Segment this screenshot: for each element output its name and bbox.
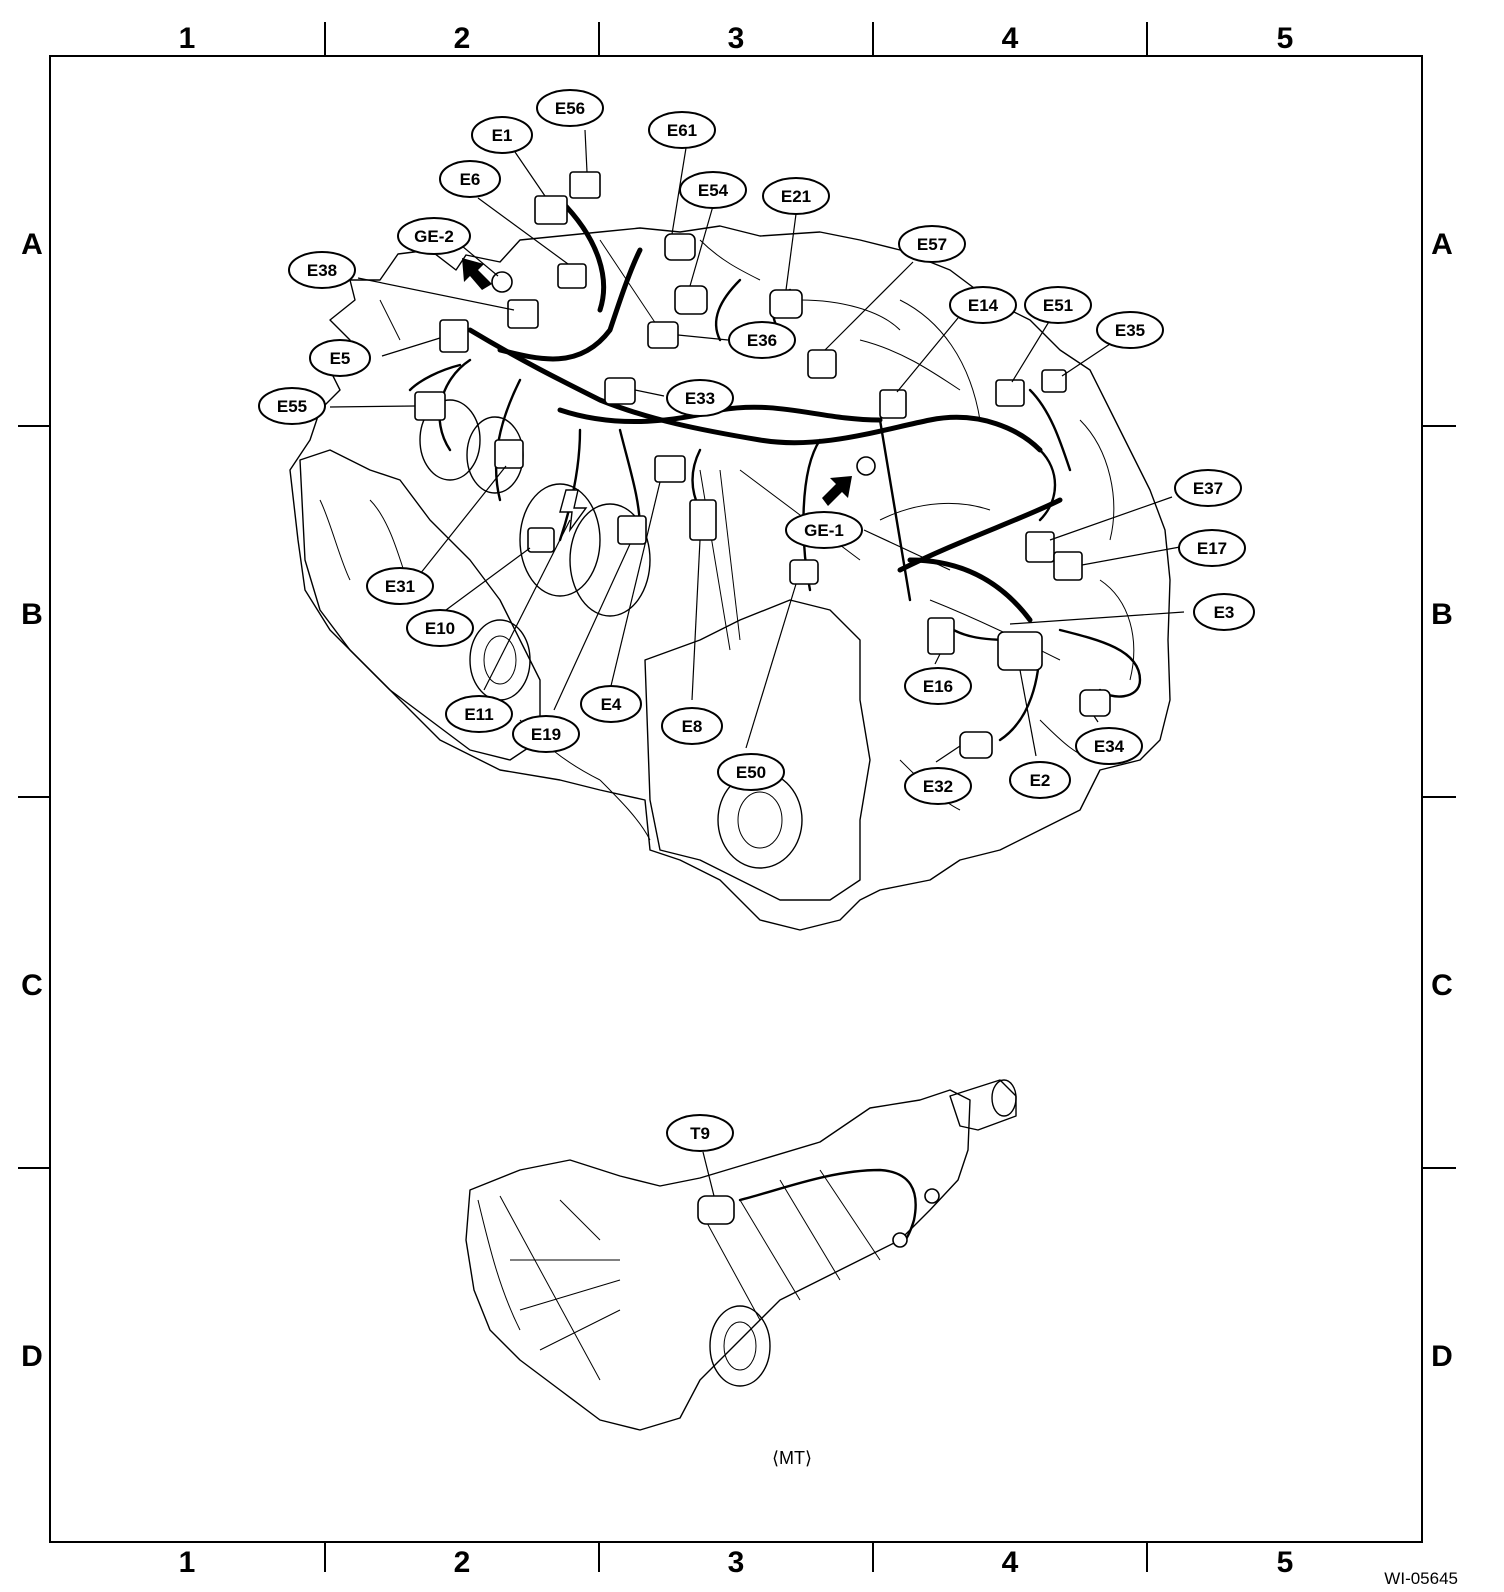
svg-text:E17: E17 (1197, 539, 1227, 558)
svg-text:E6: E6 (460, 170, 481, 189)
svg-text:E3: E3 (1214, 603, 1235, 622)
callout-e11: E11 (445, 695, 513, 733)
callout-e51: E51 (1024, 286, 1092, 324)
grid-ticks (18, 22, 1456, 1572)
connectors (414, 171, 1111, 759)
callout-e2: E2 (1009, 761, 1071, 799)
svg-text:E11: E11 (464, 705, 493, 724)
svg-text:E55: E55 (277, 397, 307, 416)
grid-row-a-left: A (21, 228, 43, 261)
svg-text:E31: E31 (385, 577, 415, 596)
grid-col-3-bottom: 3 (728, 1546, 745, 1579)
grid-col-5-bottom: 5 (1277, 1546, 1294, 1579)
transmission-illustration (465, 1079, 1017, 1431)
svg-text:GE-2: GE-2 (414, 227, 454, 246)
callout-e57: E57 (898, 225, 966, 263)
grid-col-2-bottom: 2 (454, 1546, 471, 1579)
svg-text:E14: E14 (968, 296, 999, 315)
grid-column-labels-bottom: 1 2 3 4 5 (179, 1546, 1294, 1579)
callout-ge1: GE-1 (785, 511, 863, 549)
svg-text:E51: E51 (1043, 296, 1073, 315)
svg-text:E54: E54 (698, 181, 729, 200)
svg-text:E32: E32 (923, 777, 953, 796)
svg-text:E56: E56 (555, 99, 585, 118)
callout-e19: E19 (512, 715, 580, 753)
ground-arrows (462, 258, 852, 506)
grid-col-3-top: 3 (728, 22, 745, 55)
grid-col-4-bottom: 4 (1002, 1546, 1019, 1579)
svg-text:E38: E38 (307, 261, 337, 280)
callout-e33: E33 (666, 379, 734, 417)
svg-text:E21: E21 (781, 187, 811, 206)
svg-text:E5: E5 (330, 349, 351, 368)
callout-e38: E38 (288, 251, 356, 289)
transmission-caption: ⟨MT⟩ (772, 1448, 812, 1468)
svg-text:E35: E35 (1115, 321, 1145, 340)
svg-text:E10: E10 (425, 619, 455, 638)
svg-text:E34: E34 (1094, 737, 1125, 756)
diagram-frame (49, 55, 1423, 1543)
callout-e36: E36 (728, 321, 796, 359)
grid-row-c-left: C (21, 969, 43, 1002)
callout-e10: E10 (406, 609, 474, 647)
grid-row-labels-right: A B C D (1431, 228, 1453, 1373)
callout-e56: E56 (536, 89, 604, 127)
grid-col-1-bottom: 1 (179, 1546, 196, 1579)
callout-e6: E6 (439, 160, 501, 198)
callout-e14: E14 (949, 286, 1017, 324)
callout-e35: E35 (1096, 311, 1164, 349)
svg-text:E16: E16 (923, 677, 953, 696)
callout-e55: E55 (258, 387, 326, 425)
callout-e16: E16 (904, 667, 972, 705)
leader-lines (329, 129, 1185, 763)
callout-e61: E61 (648, 111, 716, 149)
grid-row-labels-left: A B C D (21, 228, 43, 1373)
grid-row-b-right: B (1431, 598, 1453, 631)
svg-text:E37: E37 (1193, 479, 1223, 498)
callout-e4: E4 (580, 685, 642, 723)
svg-text:E19: E19 (531, 725, 561, 744)
grid-col-2-top: 2 (454, 22, 471, 55)
grid-column-labels-top: 1 2 3 4 5 (179, 22, 1294, 55)
document-code: WI-05645 (1384, 1569, 1458, 1588)
grid-row-c-right: C (1431, 969, 1453, 1002)
grid-row-d-right: D (1431, 1340, 1453, 1373)
svg-text:E4: E4 (601, 695, 622, 714)
callout-e34: E34 (1075, 727, 1143, 765)
callout-e17: E17 (1178, 529, 1246, 567)
svg-text:E2: E2 (1030, 771, 1051, 790)
grid-row-d-left: D (21, 1340, 43, 1373)
callout-ge2: GE-2 (397, 217, 471, 255)
callout-e21: E21 (762, 177, 830, 215)
callout-e31: E31 (366, 567, 434, 605)
svg-text:E50: E50 (736, 763, 766, 782)
callout-bubbles: E56 E1 E61 E6 E54 E21 GE-2 E57 E38 E14 E… (258, 89, 1255, 1152)
grid-col-1-top: 1 (179, 22, 196, 55)
callout-e8: E8 (661, 707, 723, 745)
svg-text:GE-1: GE-1 (804, 521, 844, 540)
callout-e50: E50 (717, 753, 785, 791)
callout-e5: E5 (309, 339, 371, 377)
svg-text:E61: E61 (667, 121, 697, 140)
callout-e37: E37 (1174, 469, 1242, 507)
callout-t9: T9 (666, 1114, 734, 1152)
svg-text:E57: E57 (917, 235, 947, 254)
callout-e1: E1 (471, 116, 533, 154)
grid-col-5-top: 5 (1277, 22, 1294, 55)
svg-text:E36: E36 (747, 331, 777, 350)
svg-text:E1: E1 (492, 126, 513, 145)
callout-e32: E32 (904, 767, 972, 805)
grid-row-b-left: B (21, 598, 43, 631)
svg-text:E33: E33 (685, 389, 715, 408)
svg-text:T9: T9 (690, 1124, 710, 1143)
callout-e54: E54 (679, 171, 747, 209)
grid-row-a-right: A (1431, 228, 1453, 261)
grid-col-4-top: 4 (1002, 22, 1019, 55)
callout-e3: E3 (1193, 593, 1255, 631)
svg-text:E8: E8 (682, 717, 703, 736)
